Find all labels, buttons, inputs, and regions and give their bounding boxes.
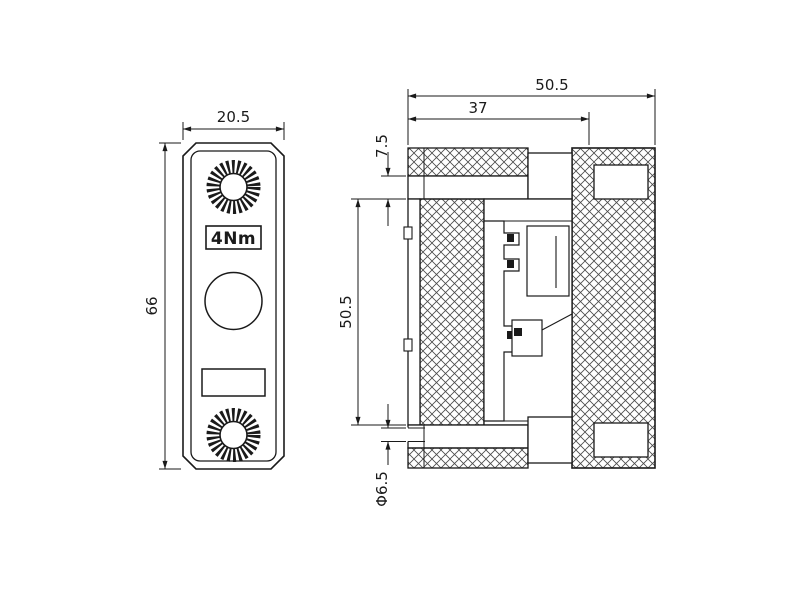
front-view: 4Nm	[182, 142, 285, 470]
terminal-block-upper	[526, 225, 570, 297]
side-view	[403, 147, 656, 469]
torque-label-box	[205, 225, 262, 250]
dim-hole-diameter-ext	[381, 427, 406, 442]
label-window	[201, 368, 266, 397]
right-notch-bottom	[593, 422, 649, 458]
lever-line	[541, 313, 573, 331]
knurl-bore-bottom	[219, 420, 248, 450]
body-right-block	[571, 147, 656, 469]
flange-top-hatch	[407, 147, 529, 177]
knurl-ring-top	[206, 160, 261, 214]
contact-dot-1	[507, 234, 514, 242]
contact-dot-2	[507, 260, 514, 268]
dim-side-body-height-text: 50.5	[337, 295, 355, 328]
housing-hatch	[419, 198, 485, 426]
terminal-block-lower	[511, 319, 543, 357]
bottom-insert-block	[527, 416, 573, 464]
contact-comb	[483, 220, 520, 422]
flange-top-band	[407, 175, 529, 200]
dim-front-width-text: 20.5	[217, 108, 250, 126]
terminal-block-lower-dot	[514, 328, 522, 336]
dim-hole-diameter-text: Φ6.5	[373, 471, 391, 507]
flange-bottom-hatch	[407, 447, 529, 469]
dim-hole-diameter: Φ6.5	[373, 404, 406, 507]
flange-bottom-band	[407, 424, 529, 449]
dim-side-step-width-text: 37	[468, 99, 487, 117]
knurl-ring-bottom	[206, 408, 261, 462]
plate-clip-upper	[403, 226, 413, 240]
knurl-bore-top	[219, 172, 248, 202]
dim-side-overall-width-text: 50.5	[535, 76, 568, 94]
dim-side-body-height: 50.5	[337, 198, 406, 426]
dim-front-width: 20.5	[182, 108, 285, 140]
knurled-nut-bottom	[206, 408, 261, 462]
dim-side-step-width: 37	[408, 99, 590, 145]
top-insert-block	[527, 152, 573, 200]
knurled-nut-top	[206, 160, 261, 214]
dim-front-height-text: 66	[143, 296, 161, 315]
pushbutton-circle	[204, 271, 263, 331]
dimensions: 20.5 66 50.5 37 7.5	[143, 76, 656, 507]
plate-clip-lower	[403, 338, 413, 352]
dim-side-flange-height-text: 7.5	[373, 134, 391, 158]
right-notch-top	[593, 164, 649, 200]
contact-dot-3	[507, 331, 514, 339]
dim-front-height: 66	[143, 142, 181, 470]
torque-label: 4Nm	[211, 229, 256, 249]
hole-gap-erase	[406, 427, 410, 442]
